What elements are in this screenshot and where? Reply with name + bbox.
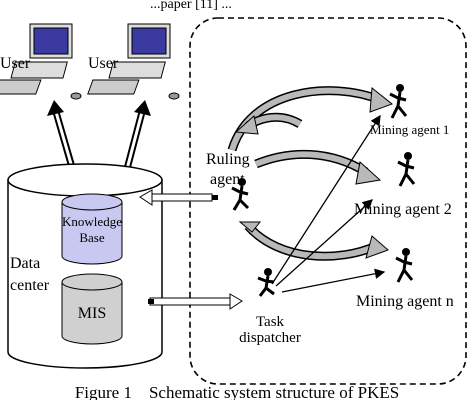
user-label-2: User	[88, 55, 119, 72]
arrow-ruling-to-kb	[139, 189, 218, 206]
task-dispatcher-figure	[257, 268, 275, 297]
knowledge-base-label-1: Knowledge	[62, 214, 122, 229]
cycle-arrow-1	[227, 86, 394, 152]
data-center-label-2: center	[10, 277, 50, 294]
data-center-label-1: Data	[10, 255, 40, 272]
task-dispatcher-label-2: dispatcher	[239, 330, 301, 346]
dispatch-to-mining-1	[271, 114, 381, 285]
mis-label: MIS	[78, 305, 106, 322]
ruling-agent-label-2: agent	[210, 171, 245, 188]
user-label-1: User	[0, 55, 31, 72]
mining-agent-1-label: Mining agent 1	[370, 122, 449, 137]
figure-caption: Figure 1 Schematic system structure of P…	[75, 383, 399, 400]
mis-cylinder	[61, 273, 123, 345]
arrow-mis-to-task	[148, 293, 243, 310]
task-dispatcher-label-1: Task	[256, 314, 285, 330]
ruling-agent-figure	[231, 178, 250, 211]
user-computer-1	[0, 23, 82, 100]
dispatch-to-mining-n	[281, 268, 386, 293]
mining-agent-1-figure	[389, 84, 408, 119]
header-fragment: ...paper [11] ...	[150, 0, 232, 12]
mining-agent-2-label: Mining agent 2	[354, 201, 452, 218]
ruling-agent-label-1: Ruling	[206, 151, 250, 168]
knowledge-base-label-2: Base	[79, 230, 105, 245]
mining-agent-n-label: Mining agent n	[356, 293, 454, 310]
mining-agent-n-figure	[395, 248, 414, 283]
cycle-arrow-2	[254, 149, 382, 185]
knowledge-base-cylinder	[61, 193, 123, 265]
agent-region	[189, 17, 467, 385]
dispatch-to-mining-2	[275, 199, 373, 287]
mining-agent-2-figure	[397, 152, 416, 187]
user-computer-2	[87, 23, 180, 100]
